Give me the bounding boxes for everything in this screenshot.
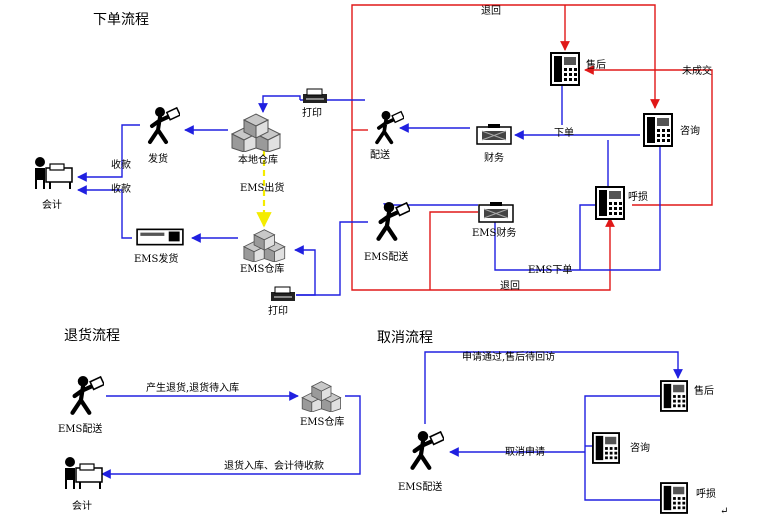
- c-call-loss-label: 呼损: [696, 487, 716, 500]
- node-delivery: 配送: [370, 108, 404, 161]
- node-finance: 财务: [476, 124, 512, 164]
- return-bottom-label: 退回: [500, 280, 520, 292]
- ems-warehouse-label: EMS仓库: [240, 262, 284, 275]
- red-connectors: [351, 4, 713, 291]
- return-connectors: [101, 391, 361, 479]
- node-ems-delivery: EMS配送: [364, 202, 410, 263]
- after-sales-label: 售后: [586, 58, 606, 71]
- node-accounting: 会计: [34, 156, 73, 211]
- node-c-consult: 咨询: [592, 432, 650, 464]
- paragraph-mark: ↵: [720, 506, 728, 517]
- boxes-icon: [243, 229, 286, 262]
- node-local-warehouse: 本地仓库: [231, 113, 281, 166]
- delivery-label: 配送: [370, 148, 390, 161]
- node-r-accounting: 会计: [64, 456, 103, 512]
- boxes-icon: [231, 113, 281, 152]
- cancel-flow-title: 取消流程: [377, 330, 433, 346]
- c-ems-delivery-label: EMS配送: [398, 480, 442, 493]
- cancel-bracket-line: [584, 395, 660, 501]
- printer-icon: [302, 88, 328, 104]
- finance-label: 财务: [484, 151, 504, 164]
- cancel-apply-label: 申请通过,售后待回访: [462, 350, 555, 363]
- courier-icon: [375, 108, 404, 145]
- phone-icon: [595, 186, 625, 220]
- order-flow-title: 下单流程: [93, 12, 149, 28]
- ship-to-accounting-line: [77, 124, 140, 182]
- return-top-line: [351, 4, 660, 212]
- envelope-icon: [136, 228, 184, 246]
- cancel-request-label: 取消申请: [505, 445, 545, 458]
- money-machine-icon: [478, 202, 514, 223]
- ems-finance-red-link: [429, 211, 478, 290]
- return-in-line: [101, 395, 361, 479]
- node-ship: 发货: [148, 106, 180, 165]
- node-print-top: 打印: [302, 88, 328, 119]
- return-in-label: 退货入库、会计待收款: [224, 459, 324, 472]
- node-print-bottom: 打印: [268, 286, 296, 317]
- r-ems-delivery-label: EMS配送: [58, 422, 102, 435]
- node-after-sales: 售后: [550, 52, 606, 86]
- node-c-ems-delivery: EMS配送: [398, 431, 444, 493]
- courier-icon: [148, 106, 180, 144]
- phone-icon: [660, 482, 688, 514]
- local-warehouse-label: 本地仓库: [238, 153, 278, 166]
- print-bottom-label: 打印: [268, 304, 288, 317]
- return-gen-label: 产生退货,退货待入库: [146, 381, 239, 394]
- c-after-sales-label: 售后: [694, 384, 714, 397]
- phone-icon: [550, 52, 580, 86]
- print-to-ems-warehouse-line: [294, 245, 316, 296]
- node-ems-ship: EMS发货: [134, 228, 184, 265]
- callloss-to-ems-order-line: [579, 204, 595, 270]
- not-deal-line: [584, 65, 713, 206]
- ems-out-label: EMS出货: [240, 181, 284, 194]
- phone-icon: [592, 432, 620, 464]
- printer-icon: [270, 286, 296, 302]
- print-top-label: 打印: [302, 106, 322, 119]
- phone-icon: [660, 380, 688, 412]
- collect-label-2: 收款: [111, 182, 131, 195]
- node-consult: 咨询: [643, 113, 700, 147]
- ems-ship-label: EMS发货: [134, 252, 178, 265]
- consult-label: 咨询: [680, 124, 700, 137]
- call-loss-label: 呼损: [628, 190, 648, 203]
- r-accounting-label: 会计: [72, 499, 92, 512]
- node-c-call-loss: 呼损: [660, 482, 716, 514]
- not-deal-label: 未成交: [682, 64, 712, 77]
- return-bottom-line: [351, 212, 615, 291]
- node-r-ems-warehouse: EMS仓库: [300, 381, 344, 428]
- ems-delivery-to-print-line: [296, 221, 368, 296]
- node-call-loss: 呼损: [595, 186, 648, 220]
- collect-label-1: 收款: [111, 158, 131, 171]
- print-to-warehouse-line: [258, 95, 301, 113]
- accountant-icon: [34, 156, 73, 190]
- courier-icon: [413, 431, 445, 468]
- accounting-label: 会计: [42, 198, 62, 211]
- accountant-icon: [64, 456, 103, 490]
- blue-connectors: [77, 86, 661, 296]
- node-c-after-sales: 售后: [660, 380, 714, 412]
- money-machine-icon: [476, 124, 512, 145]
- ems-order-label: EMS下单: [528, 264, 572, 276]
- c-consult-label: 咨询: [630, 441, 650, 454]
- return-flow-title: 退货流程: [64, 327, 120, 344]
- ems-ship-to-accounting-line: [77, 185, 132, 239]
- ems-delivery-label: EMS配送: [364, 250, 408, 263]
- boxes-icon: [301, 381, 342, 412]
- r-ems-warehouse-label: EMS仓库: [300, 415, 344, 428]
- ship-label: 发货: [148, 152, 168, 165]
- order-label: 下单: [554, 127, 574, 139]
- consult-to-ems-order-line: [494, 140, 661, 271]
- cancel-connectors: [424, 351, 683, 501]
- courier-icon: [379, 202, 411, 239]
- node-r-ems-delivery: EMS配送: [58, 376, 104, 435]
- phone-icon: [643, 113, 673, 147]
- return-top-label: 退回: [481, 5, 501, 17]
- courier-icon: [73, 376, 105, 413]
- node-ems-finance: EMS财务: [472, 202, 516, 239]
- node-ems-warehouse: EMS仓库: [240, 229, 286, 275]
- cancel-apply-line: [424, 351, 683, 424]
- ems-finance-label: EMS财务: [472, 226, 516, 239]
